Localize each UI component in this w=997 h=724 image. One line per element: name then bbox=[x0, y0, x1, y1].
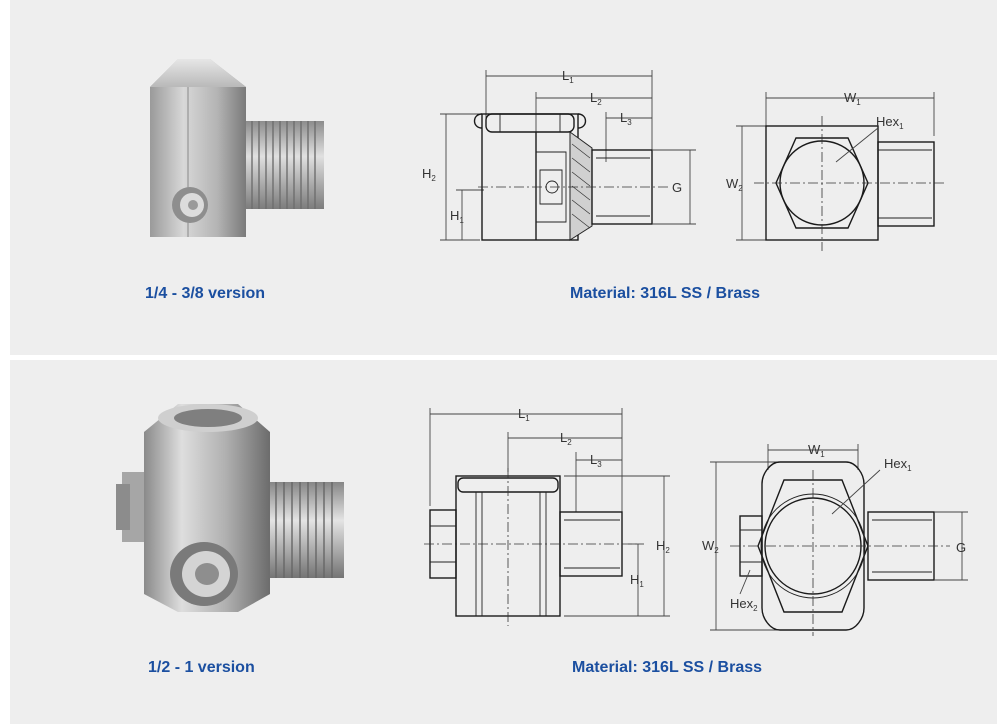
label-H1-bottom: H1 bbox=[630, 572, 644, 589]
label-W1-bottom: W1 bbox=[808, 442, 825, 459]
drawing-large-side-view: L1 L2 L3 H2 H1 bbox=[424, 406, 670, 626]
caption-material-bottom: Material: 316L SS / Brass bbox=[572, 659, 763, 676]
label-L3: L3 bbox=[620, 110, 632, 127]
drawing-small-section-view: L1 L2 L3 H2 H1 G bbox=[422, 68, 696, 241]
drawing-small-front-view: W1 W2 Hex1 bbox=[726, 90, 946, 251]
label-L1-bottom: L1 bbox=[518, 406, 530, 423]
label-G: G bbox=[672, 180, 682, 195]
label-H1: H1 bbox=[450, 208, 464, 225]
label-L2-bottom: L2 bbox=[560, 430, 572, 447]
label-L1: L1 bbox=[562, 68, 574, 85]
product-photo-small-version bbox=[150, 59, 324, 237]
caption-material-top: Material: 316L SS / Brass bbox=[570, 285, 761, 302]
label-Hex1-bottom: Hex1 bbox=[884, 456, 912, 473]
label-W1: W1 bbox=[844, 90, 861, 107]
label-H2: H2 bbox=[422, 166, 436, 183]
label-G-bottom: G bbox=[956, 540, 966, 555]
label-W2: W2 bbox=[726, 176, 743, 193]
caption-version-large: 1/2 - 1 version bbox=[148, 659, 255, 676]
label-W2-bottom: W2 bbox=[702, 538, 719, 555]
label-L3-bottom: L3 bbox=[590, 452, 602, 469]
caption-version-small: 1/4 - 3/8 version bbox=[145, 285, 266, 302]
label-L2: L2 bbox=[590, 90, 602, 107]
label-Hex2: Hex2 bbox=[730, 596, 758, 613]
label-H2-bottom: H2 bbox=[656, 538, 670, 555]
drawing-large-front-view: W1 W2 G Hex1 Hex2 bbox=[702, 442, 968, 636]
label-Hex1-top: Hex1 bbox=[876, 114, 904, 131]
product-photo-large-version bbox=[116, 404, 344, 612]
